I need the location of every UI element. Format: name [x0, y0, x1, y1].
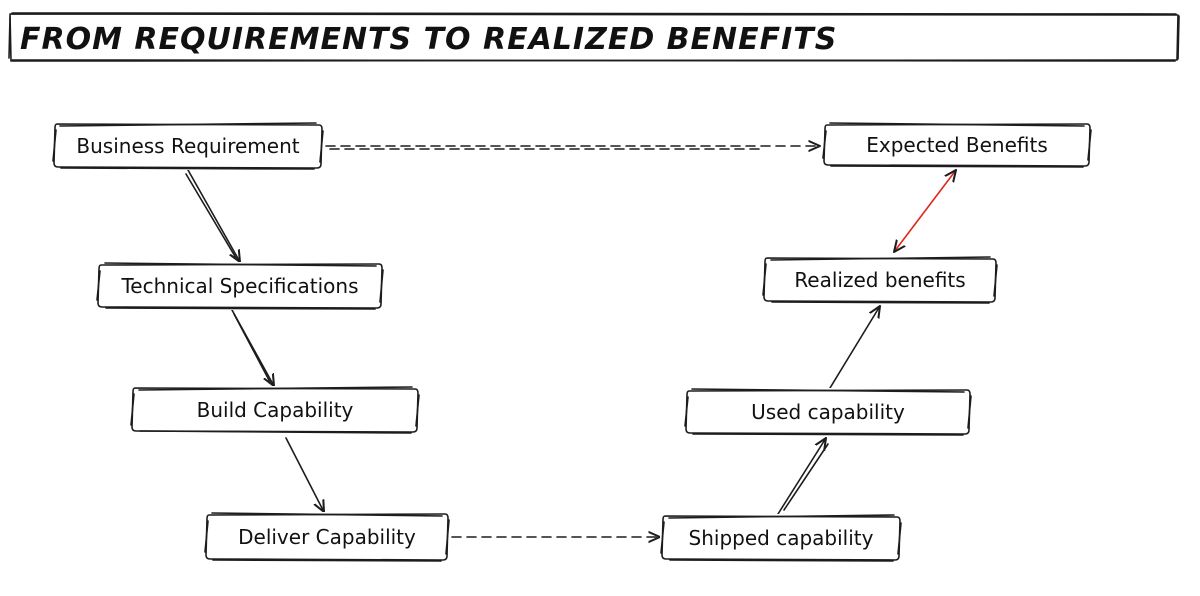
node-outline: [684, 388, 972, 436]
node-expected-benefits: Expected Benefits: [822, 122, 1092, 168]
node-build-capability: Build Capability: [130, 386, 420, 434]
node-label: Business Requirement: [76, 134, 300, 158]
node-outline: [96, 262, 384, 310]
node-outline: [822, 122, 1092, 168]
node-business-requirement: Business Requirement: [52, 122, 324, 170]
node-deliver-capability: Deliver Capability: [204, 512, 450, 562]
edge-specs-to-build-2: [233, 313, 271, 383]
node-outline: [52, 122, 324, 170]
node-outline: [660, 514, 902, 562]
edge-shipped-to-used-2: [783, 443, 829, 511]
edge-used-to-realized: [829, 306, 880, 389]
node-label: Build Capability: [196, 398, 354, 422]
node-label: Expected Benefits: [866, 133, 1048, 157]
node-used-capability: Used capability: [684, 388, 972, 436]
node-technical-specifications: Technical Specifications: [96, 262, 384, 310]
edge-shipped-to-used: [777, 438, 826, 515]
node-outline: [762, 256, 998, 304]
node-label: Deliver Capability: [238, 525, 416, 549]
node-realized-benefits: Realized benefits: [762, 256, 998, 304]
page-title: From Requirements to Realized Benefits: [20, 22, 838, 57]
node-outline: [204, 512, 450, 562]
title-frame-outline: [8, 12, 1180, 62]
edge-requirement-to-specs: [187, 169, 240, 262]
edge-build-to-deliver: [285, 437, 324, 512]
node-label: Technical Specifications: [121, 274, 359, 298]
edge-realized-to-expected: [894, 170, 956, 252]
edge-requirement-to-specs-2: [185, 173, 237, 259]
title-frame: [8, 12, 1180, 62]
node-label: Used capability: [751, 400, 905, 424]
node-outline: [130, 386, 420, 434]
node-label: Realized benefits: [794, 268, 966, 292]
node-shipped-capability: Shipped capability: [660, 514, 902, 562]
node-label: Shipped capability: [688, 526, 874, 550]
